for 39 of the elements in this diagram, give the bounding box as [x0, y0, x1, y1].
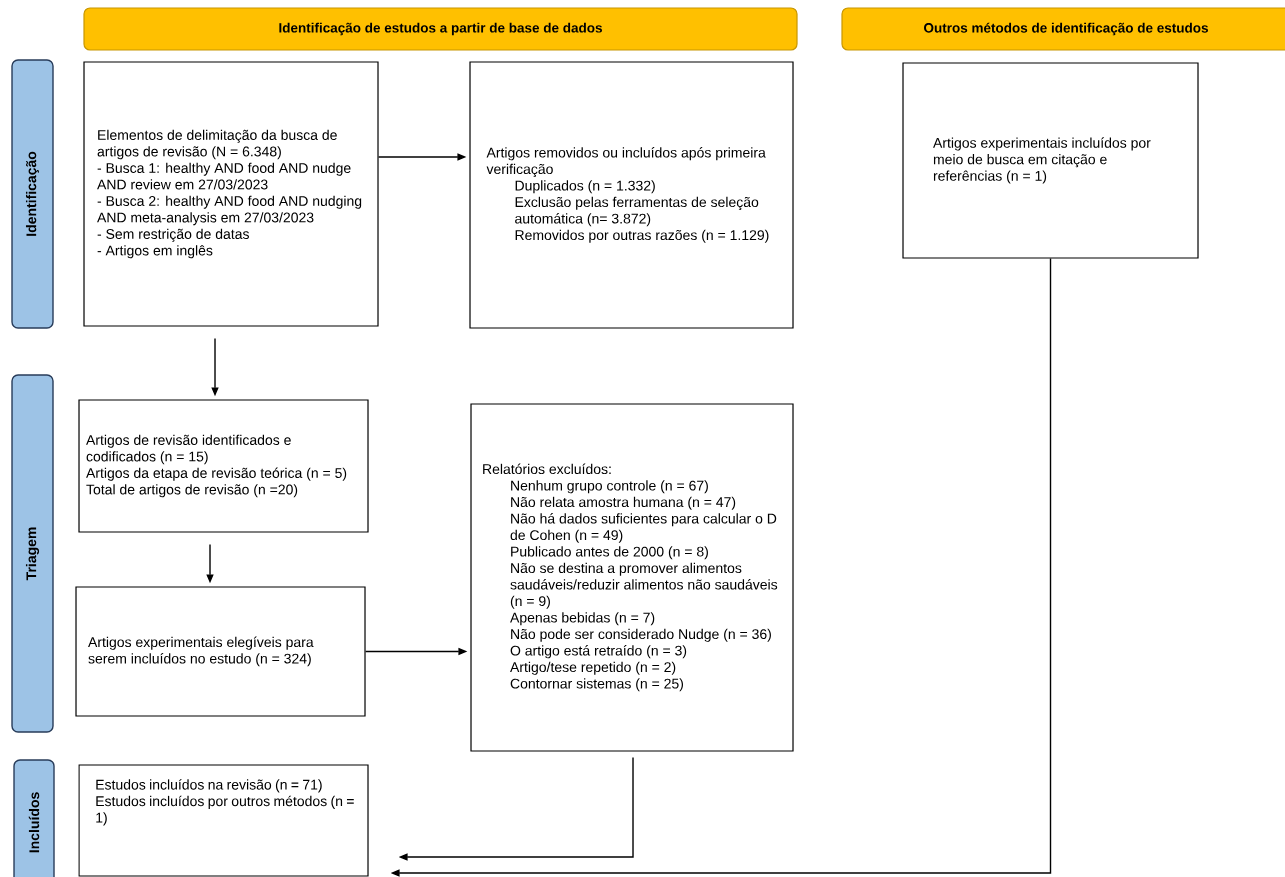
box-text: - Busca 2: healthy AND food AND nudging AND meta-analysis em 27/03/2023 [97, 195, 362, 226]
box-text: Artigos experimentais incluídos por meio de busca em citação e referências (n = 1) [933, 137, 1151, 184]
box-text: Artigos experimentais elegíveis para serem incluídos no estudo (n = 324) [88, 636, 314, 667]
box-text: Não pode ser considerado Nudge (n = 36) [511, 628, 771, 642]
box-text: Estudos incluídos por outros métodos (n = 1) [96, 795, 354, 826]
section-header: Identificação de estudos a partir de base de dados [83, 7, 798, 51]
box-text: Publicado antes de 2000 (n = 8) [511, 546, 708, 560]
box-text: Artigos da etapa de revisão teórica (n = 5) [86, 467, 347, 481]
process-box [83, 61, 379, 327]
box-text: Apenas bebidas (n = 7) [510, 612, 655, 626]
box-text: - Sem restrição de datas [97, 228, 249, 242]
box-text: - Artigos em inglês [97, 245, 213, 259]
box-text: Exclusão pelas ferramentas de seleção automática (n= 3.872) [515, 196, 759, 227]
box-text: Não há dados suficientes para calcular o D de Cohen (n = 49) [510, 513, 777, 543]
process-box [902, 62, 1199, 259]
box-heading: Artigos removidos ou incluídos após primeira verificação [486, 147, 766, 177]
process-box [470, 403, 794, 752]
box-text: Total de artigos de revisão (n =20) [86, 484, 298, 498]
stage-label: Incluídos [13, 759, 55, 877]
box-text: Artigo/tese repetido (n = 2) [510, 661, 676, 675]
box-text: Elementos de delimitação da busca de artigos de revisão (N = 6.348) [97, 129, 337, 160]
stage-label: Triagem [11, 374, 54, 733]
box-text: Não se destina a promover alimentos saudáveis/reduzir alimentos não saudáveis (n = 9) [510, 562, 778, 609]
box-text: Não relata amostra humana (n = 47) [511, 496, 736, 510]
box-text: Artigos de revisão identificados e codificados (n = 15) [86, 434, 291, 465]
box-text: Contornar sistemas (n = 25) [510, 678, 683, 692]
process-box [78, 764, 369, 877]
box-text: Estudos incluídos na revisão (n = 71) [96, 779, 322, 793]
section-header: Outros métodos de identificação de estudos [841, 7, 1285, 51]
stage-label: Identificação [11, 59, 54, 329]
process-box [75, 586, 366, 717]
box-text: - Busca 1: healthy AND food AND nudge AND review em 27/03/2023 [97, 162, 351, 190]
box-text: Removidos por outras razões (n = 1.129) [515, 229, 769, 243]
box-text: Nenhum grupo controle (n = 67) [511, 480, 708, 494]
box-text: O artigo está retraído (n = 3) [510, 645, 687, 659]
box-text: Duplicados (n = 1.332) [515, 180, 655, 194]
box-heading: Relatórios excluídos: [483, 463, 611, 475]
process-box [78, 399, 369, 533]
process-box [469, 61, 794, 329]
